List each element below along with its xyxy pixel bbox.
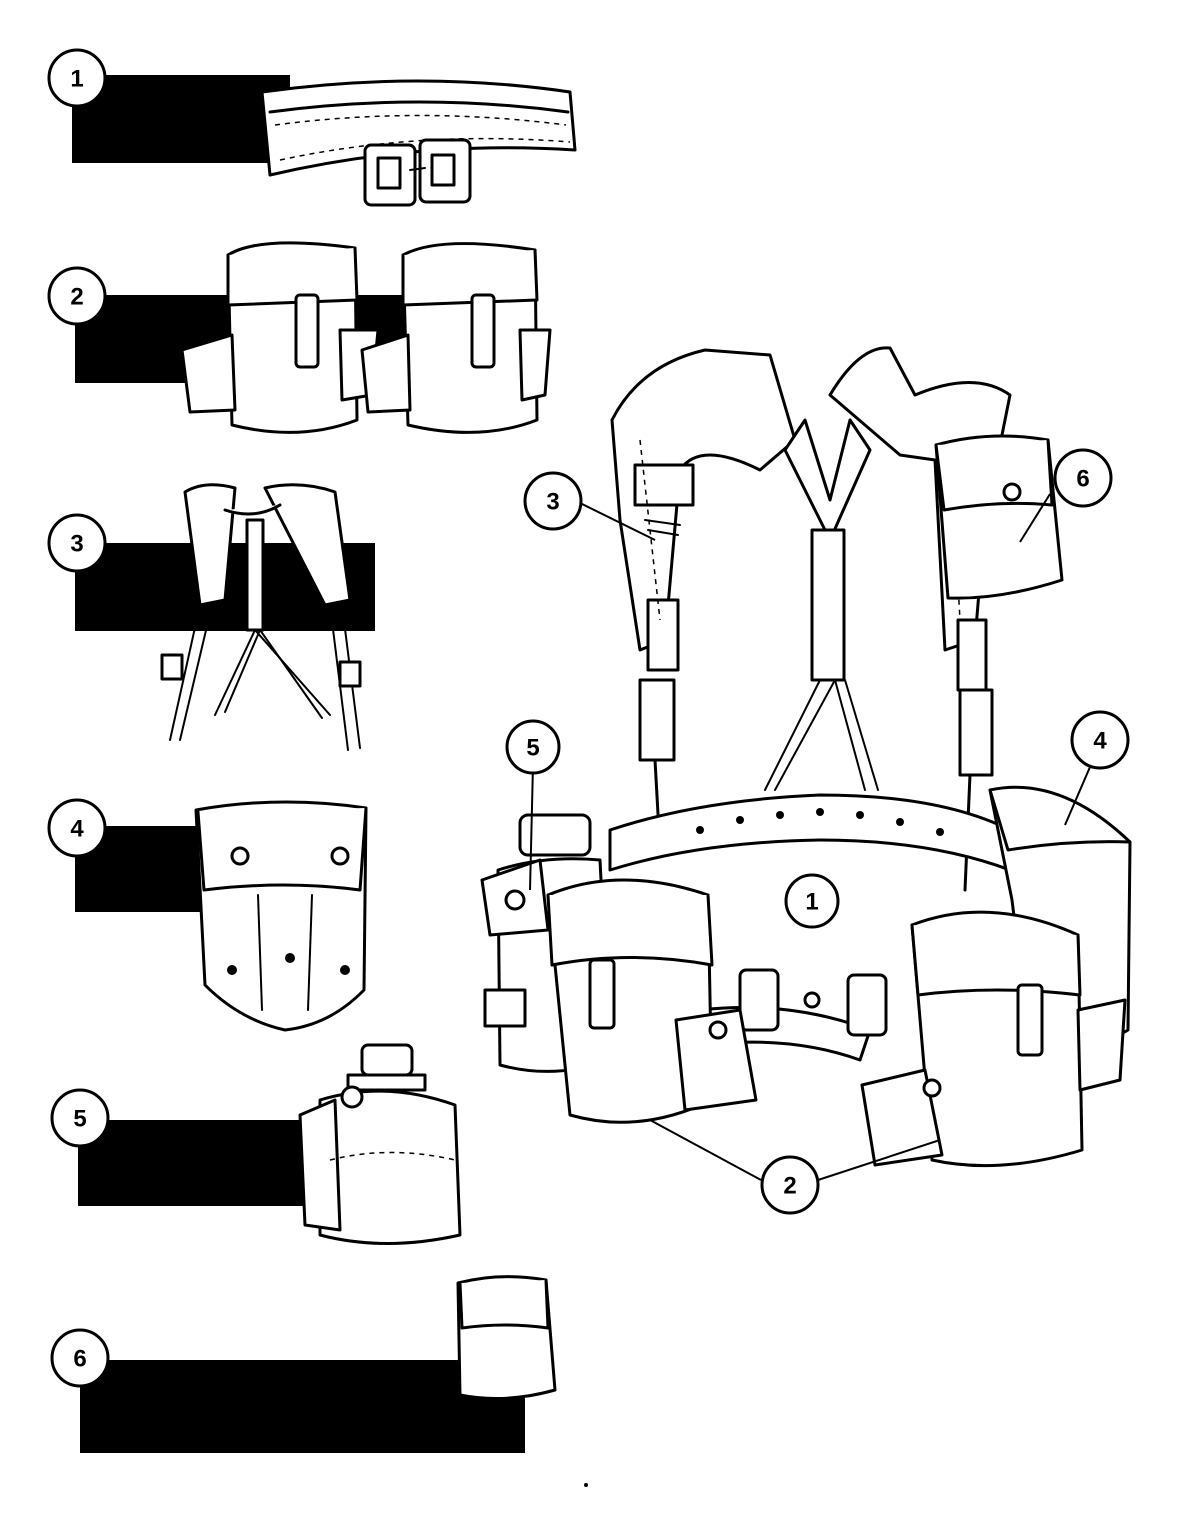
legend-callout-6 <box>50 1328 110 1388</box>
legend-item-4: 4 <box>47 798 368 1032</box>
assembly-callout-5 <box>505 719 561 775</box>
assembly-label-1: 1 <box>805 889 818 916</box>
scan-speck <box>186 1414 192 1420</box>
assembly-label-2: 2 <box>783 1173 796 1200</box>
legend-label-2: 2 <box>70 284 83 311</box>
assembly-label-4: 4 <box>1093 728 1107 755</box>
assembly-leader-lines <box>529 493 1094 1181</box>
assembly-callout-1 <box>784 873 840 929</box>
first-aid-pouch-icon <box>456 1275 557 1401</box>
assembly-callout-3 <box>523 471 583 531</box>
legend-item-2: 2 <box>47 241 552 434</box>
suspenders-icon <box>160 483 362 751</box>
legend-label-1: 1 <box>70 66 83 93</box>
legend-callout-5 <box>50 1088 110 1148</box>
legend-callout-4 <box>47 798 107 858</box>
assembled-first-aid-pouch <box>934 434 1064 600</box>
assembled-equipment: 1 2 3 4 5 6 <box>480 346 1132 1215</box>
legend-bar-5 <box>78 1120 310 1206</box>
legend-label-4: 4 <box>70 816 84 843</box>
scan-speck <box>584 1483 588 1487</box>
canteen-icon <box>298 1043 462 1245</box>
assembly-callout-4 <box>1070 710 1130 770</box>
assembly-callout-6 <box>1053 448 1113 508</box>
legend-item-5: 5 <box>50 1043 462 1245</box>
legend-callout-2 <box>47 266 107 326</box>
assembly-label-6: 6 <box>1076 466 1089 493</box>
belt-icon <box>260 79 577 207</box>
legend-label-3: 3 <box>70 531 83 558</box>
legend-bar-1 <box>72 75 290 163</box>
assembled-ammo-pouch-left <box>546 878 758 1124</box>
legend-item-6: 6 <box>50 1275 557 1453</box>
legend-item-1: 1 <box>47 48 577 207</box>
assembled-ammo-pouch-right <box>860 910 1127 1168</box>
entrenching-tool-carrier-icon <box>194 800 368 1032</box>
legend-label-6: 6 <box>73 1346 86 1373</box>
legend-bar-6 <box>80 1360 525 1453</box>
legend-label-5: 5 <box>73 1106 86 1133</box>
legend-item-3: 3 <box>47 483 375 751</box>
assembly-label-5: 5 <box>526 735 539 762</box>
legend-callout-3 <box>47 513 107 573</box>
ammo-pouches-icon <box>180 241 552 434</box>
assembly-label-3: 3 <box>546 489 559 516</box>
assembly-callout-2 <box>760 1155 820 1215</box>
legend-callout-1 <box>47 48 107 108</box>
